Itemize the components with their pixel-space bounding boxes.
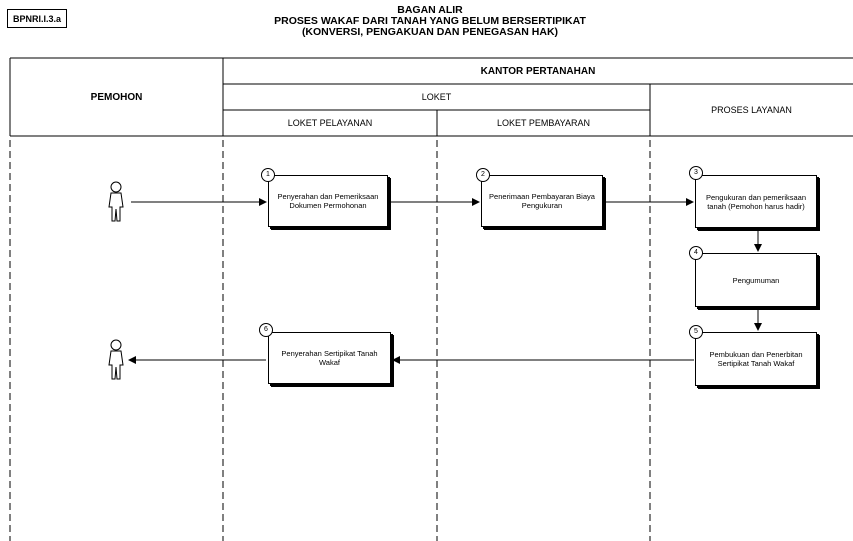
step-4-text: Pengumuman xyxy=(732,275,780,285)
step-2-box: Penerimaan Pembayaran Biaya Pengukuran xyxy=(481,175,603,227)
step-5-text: Pembukuan dan Penerbitan Sertipikat Tana… xyxy=(709,350,803,368)
step-6-box: Penyerahan Sertipikat Tanah Wakaf xyxy=(268,332,391,384)
step-2-number: 2 xyxy=(476,168,490,182)
lane-header-loket: LOKET xyxy=(421,92,452,102)
title-line-1: BAGAN ALIR xyxy=(397,4,463,16)
step-5-box: Pembukuan dan Penerbitan Sertipikat Tana… xyxy=(695,332,817,386)
step-2-text: Penerimaan Pembayaran Biaya Pengukuran xyxy=(489,192,595,210)
lane-header-loket-pelayanan: LOKET PELAYANAN xyxy=(287,118,373,128)
step-4-number: 4 xyxy=(689,246,703,260)
lane-header-kantor: KANTOR PERTANAHAN xyxy=(480,65,596,77)
document-code: BPNRI.I.3.a xyxy=(7,9,67,28)
chart-title: BAGAN ALIR PROSES WAKAF DARI TANAH YANG … xyxy=(150,5,710,38)
lane-dividers xyxy=(9,140,651,541)
step-3-number: 3 xyxy=(689,166,703,180)
table-grid xyxy=(9,57,853,137)
step-6-number: 6 xyxy=(259,323,273,337)
step-1-number: 1 xyxy=(261,168,275,182)
step-1-box: Penyerahan dan Pemeriksaan Dokumen Permo… xyxy=(268,175,388,227)
step-1-text: Penyerahan dan Pemeriksaan Dokumen Permo… xyxy=(277,192,379,210)
step-5-number: 5 xyxy=(689,325,703,339)
person-icon xyxy=(108,181,124,222)
step-3-text: Pengukuran dan pemeriksaan tanah (Pemoho… xyxy=(705,192,807,211)
person-icon xyxy=(108,339,124,380)
step-3-box: Pengukuran dan pemeriksaan tanah (Pemoho… xyxy=(695,175,817,228)
step-4-box: Pengumuman xyxy=(695,253,817,307)
lane-header-proses-layanan: PROSES LAYANAN xyxy=(711,105,792,115)
lane-header-pemohon: PEMOHON xyxy=(90,91,143,103)
title-line-2: PROSES WAKAF DARI TANAH YANG BELUM BERSE… xyxy=(274,15,586,27)
title-line-3: (KONVERSI, PENGAKUAN DAN PENEGASAN HAK) xyxy=(301,26,559,38)
lane-header-loket-pembayaran: LOKET PEMBAYARAN xyxy=(496,118,591,128)
step-6-text: Penyerahan Sertipikat Tanah Wakaf xyxy=(281,349,378,367)
